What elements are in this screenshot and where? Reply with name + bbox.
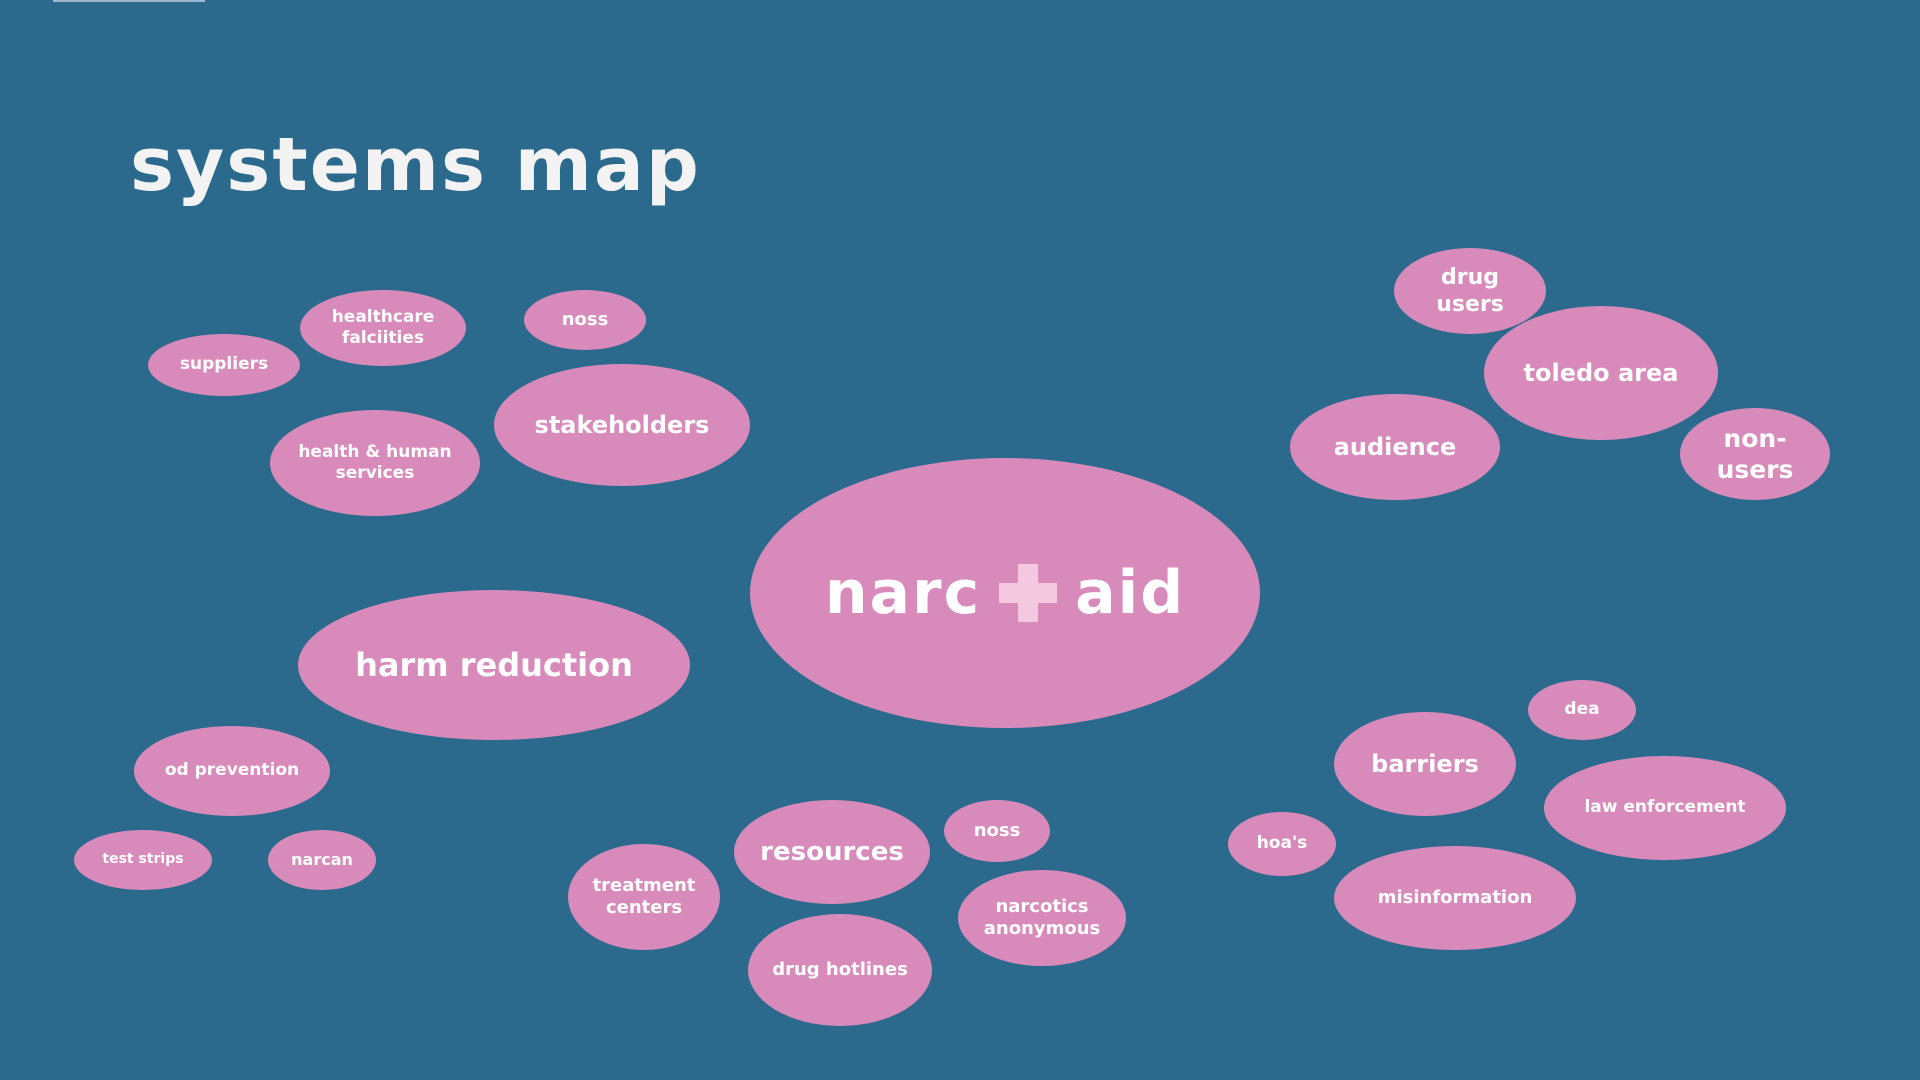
center-logo: narc aid (825, 556, 1185, 631)
node-resources[interactable]: resources (734, 800, 930, 904)
page-title: systems map (130, 122, 701, 208)
node-od-prevention[interactable]: od prevention (134, 726, 330, 816)
plus-cross-icon (999, 564, 1058, 622)
node-law-enforcement[interactable]: law enforcement (1544, 756, 1786, 860)
center-text-right: aid (1075, 557, 1186, 628)
node-drug-users[interactable]: drug users (1394, 248, 1546, 334)
node-treatment-centers[interactable]: treatment centers (568, 844, 720, 950)
node-noss-resources[interactable]: noss (944, 800, 1050, 862)
center-node[interactable]: narc aid (750, 458, 1260, 728)
node-stakeholders[interactable]: stakeholders (494, 364, 750, 486)
node-noss-stakeholders[interactable]: noss (524, 290, 646, 350)
node-narcan[interactable]: narcan (268, 830, 376, 890)
center-text-left: narc (824, 557, 982, 628)
node-test-strips[interactable]: test strips (74, 830, 212, 890)
node-narcotics-anonymous[interactable]: narcotics anonymous (958, 870, 1126, 966)
node-misinformation[interactable]: misinformation (1334, 846, 1576, 950)
node-audience[interactable]: audience (1290, 394, 1500, 500)
node-harm-reduction[interactable]: harm reduction (298, 590, 690, 740)
node-drug-hotlines[interactable]: drug hotlines (748, 914, 932, 1026)
node-non-users[interactable]: non- users (1680, 408, 1830, 500)
node-health-human-services[interactable]: health & human services (270, 410, 480, 516)
node-suppliers[interactable]: suppliers (148, 334, 300, 396)
node-healthcare-facilities[interactable]: healthcare falciities (300, 290, 466, 366)
node-toledo-area[interactable]: toledo area (1484, 306, 1718, 440)
top-accent-bar (53, 0, 205, 2)
node-hoas[interactable]: hoa's (1228, 812, 1336, 876)
node-barriers[interactable]: barriers (1334, 712, 1516, 816)
node-dea[interactable]: dea (1528, 680, 1636, 740)
